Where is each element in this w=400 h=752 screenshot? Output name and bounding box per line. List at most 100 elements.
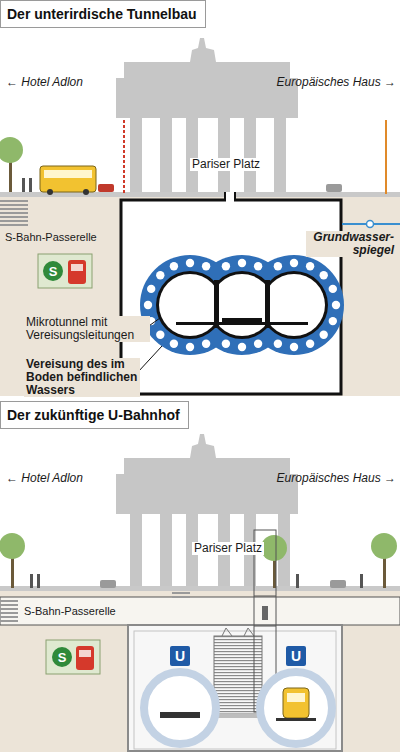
- brandenburg-gate-part: [116, 474, 298, 514]
- passerelle-part: [0, 597, 400, 625]
- s-bahn-icon-part: [68, 260, 86, 284]
- ground-part: [0, 590, 400, 752]
- bus-part: [83, 189, 89, 195]
- people-part: [22, 178, 25, 192]
- heading-text: Der zukünftige U-Bahnhof: [7, 407, 180, 423]
- heading-box: Der zukünftige U-Bahnhof: [0, 401, 189, 429]
- label-text: Mikrotunnel mit Vereisungsleitungen: [24, 316, 150, 342]
- sign-letter: U: [291, 648, 301, 664]
- freeze-pipes-part: [202, 340, 210, 348]
- construction-pit-part: [121, 200, 341, 394]
- s-bahn-icon-part: [43, 261, 63, 281]
- u-bahn-sign: U: [286, 646, 306, 666]
- subway-tunnels-part: [260, 672, 332, 744]
- micro-tunnel-part: [214, 280, 219, 328]
- micro-tunnel-part: [260, 271, 328, 339]
- freeze-pipes-part: [186, 259, 194, 267]
- label-text: Grundwasser- spiegel: [306, 231, 396, 257]
- label-text: S: [58, 651, 67, 664]
- brandenburg-gate-part: [160, 514, 172, 586]
- station-hall-part: [134, 631, 336, 749]
- subway-tunnels-part: [287, 693, 305, 702]
- construction-pit-part: [226, 192, 234, 202]
- freeze-pipes-part: [222, 262, 230, 270]
- label-text: Pariser Platz: [190, 158, 262, 171]
- freeze-pipes-part: [306, 262, 314, 270]
- trees-part: [9, 160, 12, 192]
- ground-part: [0, 192, 400, 197]
- trees-part: [0, 137, 23, 163]
- elevator-shaft-part: [254, 596, 276, 597]
- subway-tunnels-part: [144, 672, 216, 744]
- brandenburg-gate-part: [190, 38, 216, 62]
- freeze-pipes-part: [156, 331, 164, 339]
- passerelle: [0, 200, 28, 228]
- subway-tunnels-part: [160, 712, 200, 718]
- brandenburg-gate-part: [124, 458, 290, 474]
- people-part: [360, 574, 363, 588]
- label-text: Pariser Platz: [192, 542, 264, 555]
- cars-part: [100, 580, 116, 588]
- bus: [40, 166, 96, 195]
- u-bahn-sign: U: [170, 646, 190, 666]
- label-text: Europäisches Haus →: [277, 76, 396, 89]
- freeze-pipes-part: [170, 262, 178, 270]
- freeze-pipes-part: [144, 301, 152, 309]
- label-text: Europäisches Haus →: [277, 472, 396, 485]
- subway-tunnels-part: [276, 718, 316, 721]
- people: [22, 178, 32, 192]
- brandenburg-gate-part: [190, 434, 216, 458]
- freeze-pipes-part: [202, 262, 210, 270]
- freeze-pipes-part: [254, 262, 262, 270]
- freeze-pipes-part: [170, 340, 178, 348]
- station-hall-part: [128, 625, 342, 751]
- brandenburg-gate-part: [218, 118, 230, 192]
- trees-part: [371, 533, 397, 559]
- s-bahn-icon-part: [38, 254, 92, 288]
- s-bahn-icon-part: [79, 650, 91, 657]
- freeze-pipes-part: [306, 340, 314, 348]
- label-text: S: [49, 265, 58, 278]
- brandenburg-gate: [116, 38, 298, 192]
- micro-tunnel-part: [263, 274, 325, 336]
- elevator-shaft-part: [254, 626, 276, 627]
- micro-tunnel-part: [265, 280, 270, 328]
- s-bahn-icon-part: [46, 640, 100, 674]
- sheet-pile-line: [123, 120, 125, 194]
- freeze-pipes-part: [156, 271, 164, 279]
- brandenburg-gate-part: [244, 118, 256, 192]
- trees-part: [11, 556, 14, 588]
- cars: [98, 184, 342, 192]
- micro-tunnel: [156, 271, 328, 339]
- freeze-pipes-part: [332, 301, 340, 309]
- micro-tunnel-part: [222, 318, 262, 323]
- cars: [100, 580, 346, 588]
- trees-part: [261, 535, 287, 561]
- brandenburg-gate-part: [274, 118, 286, 192]
- label-text: S-Bahn-Passerelle: [22, 605, 118, 618]
- construction-pit: [121, 192, 341, 394]
- s-bahn-icon-part: [71, 264, 83, 271]
- trees-part: [383, 556, 386, 588]
- label-text: S-Bahn-Passerelle: [3, 231, 99, 244]
- freeze-pipes-part: [238, 259, 246, 267]
- bus-part: [44, 170, 92, 178]
- freeze-pipes-part: [329, 317, 337, 325]
- trees: [0, 137, 23, 192]
- brandenburg-gate-part: [124, 62, 290, 78]
- freeze-pipes-part: [186, 343, 194, 351]
- cars-part: [330, 580, 346, 588]
- brandenburg-gate: [116, 434, 298, 586]
- freeze-pipes-part: [238, 343, 246, 351]
- brandenburg-gate-part: [116, 78, 298, 118]
- freeze-pipes-part: [320, 271, 328, 279]
- people-part: [30, 574, 33, 588]
- s-bahn-icon: [38, 254, 92, 288]
- freeze-pipes-part: [320, 331, 328, 339]
- cars-part: [98, 184, 114, 192]
- ground: [0, 192, 400, 396]
- brandenburg-gate-part: [160, 118, 172, 192]
- s-bahn-icon: [46, 640, 100, 674]
- freeze-pipes-part: [222, 340, 230, 348]
- passerelle: [0, 590, 400, 625]
